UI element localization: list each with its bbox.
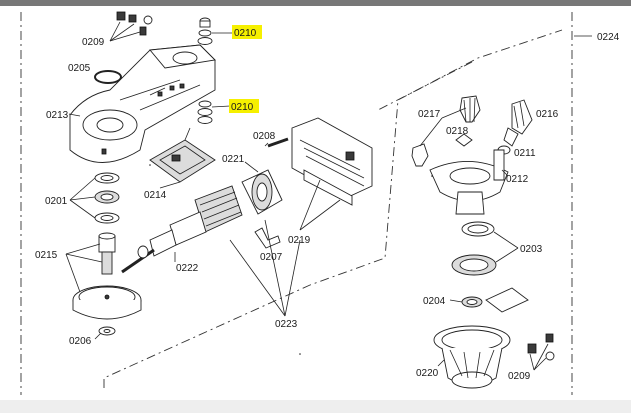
label-0210-top: 0210 xyxy=(234,28,257,39)
label-0209-bottom: 0209 xyxy=(508,371,531,382)
part-0212-gearhousing xyxy=(429,149,509,215)
highlight-0210-top xyxy=(232,25,262,39)
label-0206: 0206 xyxy=(69,336,92,347)
part-0203-rings xyxy=(451,221,519,276)
part-0217-pinion xyxy=(411,95,481,167)
label-0204: 0204 xyxy=(423,296,446,307)
label-0212: 0212 xyxy=(506,174,529,185)
part-0208-pin xyxy=(264,137,289,148)
label-0217: 0217 xyxy=(418,109,441,120)
part-0205-oring xyxy=(94,70,122,84)
label-0223: 0223 xyxy=(275,319,298,330)
label-0218: 0218 xyxy=(446,126,469,137)
part-0204-ring xyxy=(449,296,483,308)
label-0222: 0222 xyxy=(176,263,199,274)
label-0221: 0221 xyxy=(222,154,245,165)
part-0209-bottom-group xyxy=(527,333,555,371)
label-0219: 0219 xyxy=(288,235,311,246)
part-0214-board xyxy=(149,127,216,189)
part-0221-stator xyxy=(241,161,283,215)
label-0201: 0201 xyxy=(45,196,68,207)
part-0220-housing xyxy=(433,325,511,389)
top-border-bar xyxy=(0,0,631,6)
label-0215: 0215 xyxy=(35,250,58,261)
label-0203: 0203 xyxy=(520,244,543,255)
label-0208: 0208 xyxy=(253,131,276,142)
label-0209-top: 0209 xyxy=(82,37,105,48)
part-0222-armature xyxy=(121,185,243,274)
part-0219-brushholder xyxy=(291,117,373,231)
leader-0223-b xyxy=(264,219,286,317)
part-0215-spindle xyxy=(65,232,142,320)
leader-0223-c xyxy=(284,239,301,317)
highlight-0210-mid xyxy=(229,99,259,113)
part-0201-bearings xyxy=(69,172,120,224)
label-0213: 0213 xyxy=(46,110,69,121)
part-0218-diamond xyxy=(455,133,473,147)
bottom-scrollbar-area xyxy=(0,400,631,413)
label-0205: 0205 xyxy=(68,63,91,74)
leader-0223-a xyxy=(229,239,286,317)
part-0207-bracket xyxy=(254,227,281,249)
part-0210-mid xyxy=(197,100,231,124)
section-boundary-line-2 xyxy=(377,61,473,111)
part-0209-top-group xyxy=(109,11,153,42)
part-0210-top xyxy=(197,17,232,45)
label-0214: 0214 xyxy=(144,190,167,201)
part-0213-housing xyxy=(68,44,216,163)
label-0211: 0211 xyxy=(514,148,536,159)
part-plate xyxy=(485,287,529,313)
label-0216: 0216 xyxy=(536,109,559,120)
part-0206-washer xyxy=(94,326,116,340)
label-0210-mid: 0210 xyxy=(231,102,254,113)
label-0224: 0224 xyxy=(597,32,620,43)
label-0220: 0220 xyxy=(416,368,439,379)
section-boundary-line xyxy=(103,29,563,388)
label-0207: 0207 xyxy=(260,252,283,263)
part-0216-pinion xyxy=(503,99,533,147)
